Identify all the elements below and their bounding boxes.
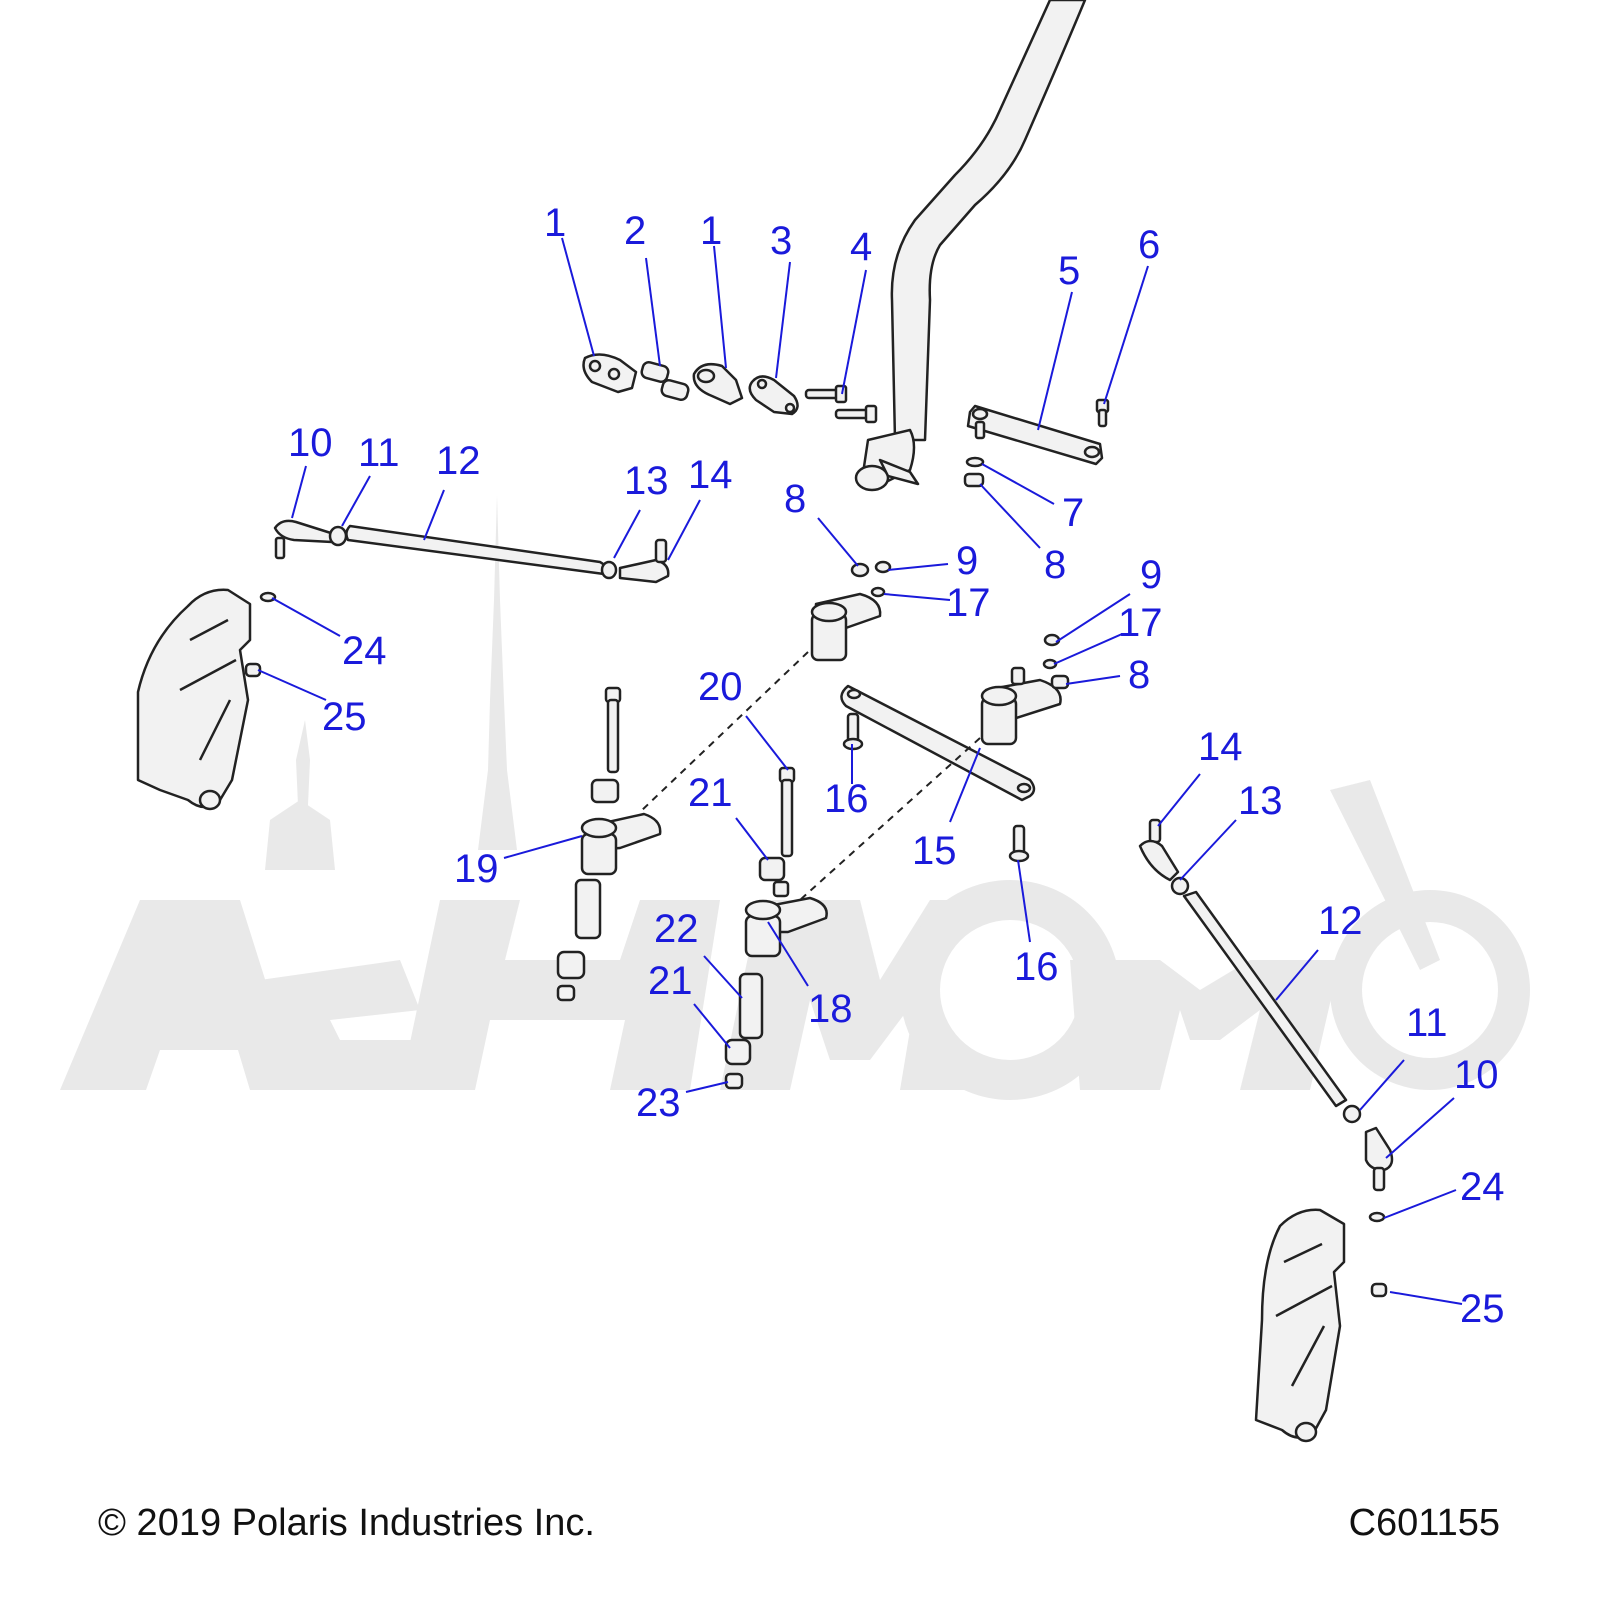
washer-nut-7-8 bbox=[963, 456, 985, 488]
steering-knuckle-left bbox=[136, 588, 277, 811]
pivot-assembly-18 bbox=[724, 766, 828, 1090]
callout-9b: 9 bbox=[1140, 553, 1162, 597]
diagram-code: C601155 bbox=[1348, 1502, 1500, 1544]
steering-column bbox=[854, 0, 1087, 492]
callout-10-right: 10 bbox=[1454, 1053, 1499, 1097]
callout-10-left: 10 bbox=[288, 421, 333, 465]
callout-8b: 8 bbox=[1044, 543, 1066, 587]
u-joint-yoke-1b bbox=[692, 363, 744, 406]
tie-rod-left bbox=[273, 519, 670, 584]
leader-lines bbox=[257, 237, 1463, 1305]
callout-20: 20 bbox=[698, 665, 743, 709]
idler-arm-right bbox=[980, 633, 1070, 746]
callout-12-right: 12 bbox=[1318, 899, 1363, 943]
callout-14-left: 14 bbox=[688, 453, 733, 497]
callout-13-left: 13 bbox=[624, 459, 669, 503]
alignment-line-right bbox=[799, 737, 981, 901]
link-plate-3 bbox=[748, 375, 799, 416]
callout-14-right: 14 bbox=[1198, 725, 1243, 769]
callout-15: 15 bbox=[912, 829, 957, 873]
callout-22: 22 bbox=[654, 907, 699, 951]
callout-1b: 1 bbox=[700, 209, 722, 253]
callout-25-left: 25 bbox=[322, 695, 367, 739]
callout-11-left: 11 bbox=[358, 431, 400, 475]
center-link-15 bbox=[840, 684, 1036, 802]
u-joint-pin-2 bbox=[640, 361, 690, 401]
callout-9a: 9 bbox=[956, 539, 978, 583]
callout-16b: 16 bbox=[1014, 945, 1059, 989]
pitman-arm-5 bbox=[966, 404, 1104, 466]
callout-12-left: 12 bbox=[436, 439, 481, 483]
bolts-4 bbox=[804, 384, 878, 424]
u-joint-yoke-1 bbox=[582, 353, 638, 394]
callout-2: 2 bbox=[624, 209, 646, 253]
callout-8a: 8 bbox=[784, 477, 806, 521]
callout-17a: 17 bbox=[946, 581, 991, 625]
callout-13-right: 13 bbox=[1238, 779, 1283, 823]
watermark-wordmark bbox=[60, 780, 1530, 1100]
callout-4: 4 bbox=[850, 225, 872, 269]
callout-1a: 1 bbox=[544, 201, 566, 245]
callout-25-right: 25 bbox=[1460, 1287, 1505, 1331]
callout-6: 6 bbox=[1138, 223, 1160, 267]
idler-arm-upper bbox=[810, 560, 892, 662]
callout-23: 23 bbox=[636, 1081, 681, 1125]
steering-knuckle-right bbox=[1254, 1208, 1388, 1443]
pivot-assembly-19 bbox=[556, 686, 662, 1002]
copyright-notice: © 2019 Polaris Industries Inc. bbox=[98, 1502, 595, 1544]
callout-8c: 8 bbox=[1128, 653, 1150, 697]
callout-3: 3 bbox=[770, 219, 792, 263]
callout-18: 18 bbox=[808, 987, 853, 1031]
callout-5: 5 bbox=[1058, 249, 1080, 293]
callout-24-left: 24 bbox=[342, 629, 387, 673]
callout-16a: 16 bbox=[824, 777, 869, 821]
callout-labels: 1 2 1 3 4 5 6 10 11 12 13 14 8 9 7 8 17 … bbox=[288, 201, 1505, 1331]
watermark-logo bbox=[60, 495, 1530, 1100]
callout-11-right: 11 bbox=[1406, 1001, 1448, 1045]
watermark-cathedral bbox=[265, 495, 517, 870]
bolt-6 bbox=[1095, 398, 1110, 428]
callout-7: 7 bbox=[1062, 491, 1084, 535]
callout-24-right: 24 bbox=[1460, 1165, 1505, 1209]
callout-19: 19 bbox=[454, 847, 499, 891]
callout-17b: 17 bbox=[1118, 601, 1163, 645]
callout-21a: 21 bbox=[688, 771, 733, 815]
callout-21b: 21 bbox=[648, 959, 693, 1003]
